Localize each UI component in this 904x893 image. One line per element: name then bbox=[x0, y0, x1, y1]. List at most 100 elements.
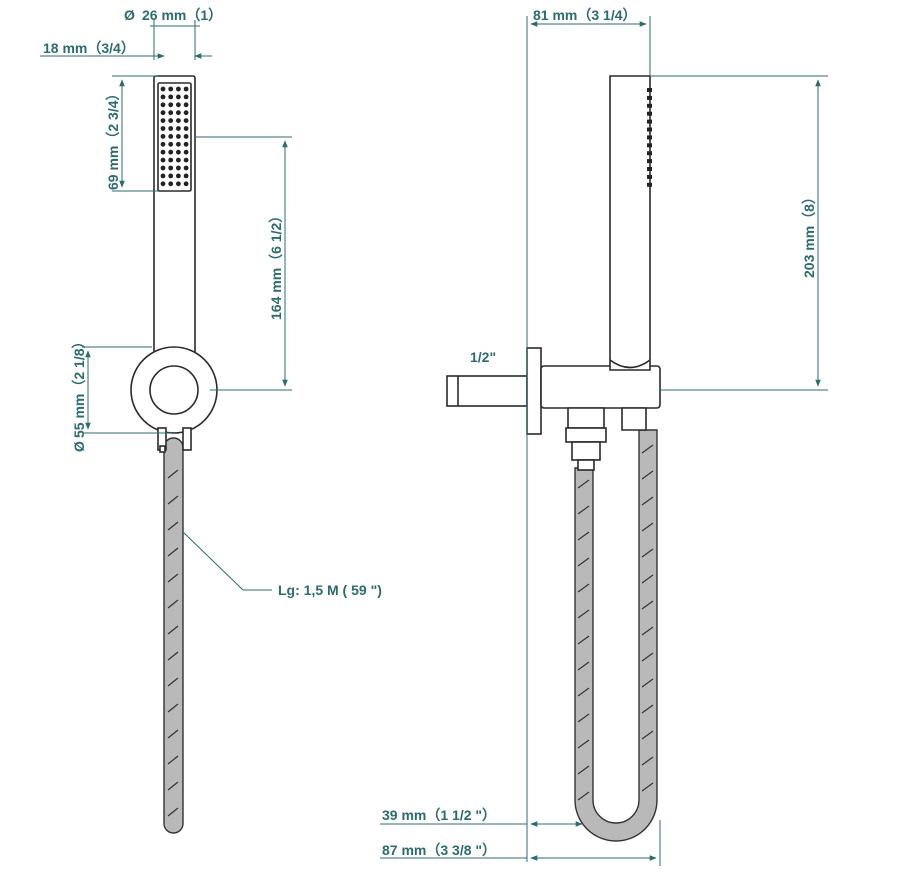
spray-length-label: 69 mm（2 3/4） bbox=[105, 87, 121, 191]
hose-texture bbox=[167, 469, 179, 479]
nozzle-dot bbox=[168, 110, 174, 116]
nozzle-dot bbox=[183, 118, 189, 123]
nozzle-dot bbox=[183, 165, 189, 171]
nozzle-dot bbox=[176, 157, 181, 163]
hose-texture bbox=[641, 678, 654, 688]
hose-texture bbox=[577, 609, 590, 619]
nozzle-dot bbox=[176, 110, 181, 116]
dim-head-to-bracket: 164 mm（6 1/2） bbox=[195, 136, 292, 391]
wall-flange bbox=[526, 347, 542, 435]
head-diameter-label: 26 mm（1） bbox=[142, 7, 222, 23]
dim-bracket-diameter: 55 mm（2 1/8） Ø bbox=[71, 335, 172, 452]
total-projection-label: 87 mm（3 3/8 "） bbox=[382, 842, 496, 858]
hose-texture bbox=[641, 626, 654, 636]
hose-outlet-offset-label: 39 mm（1 1/2 "） bbox=[382, 807, 496, 823]
side-hose bbox=[574, 429, 658, 842]
nozzle-dot bbox=[176, 86, 181, 92]
side-view: 81 mm（3 1/4） 203 mm（8） 1/2" 39 mm（1 1/2 … bbox=[380, 7, 828, 866]
inlet-pipe bbox=[446, 375, 528, 407]
nozzle-dot bbox=[183, 173, 189, 179]
nozzle-dot bbox=[160, 134, 166, 139]
nozzle-dot bbox=[647, 127, 652, 132]
dim-overall-depth: 81 mm（3 1/4） bbox=[526, 7, 651, 862]
hose-texture bbox=[641, 444, 654, 454]
hose-texture bbox=[641, 548, 654, 558]
nozzle-dot bbox=[176, 141, 181, 147]
nozzle-dot bbox=[647, 95, 652, 100]
nozzle-dot bbox=[183, 141, 189, 147]
diameter-symbol: Ø bbox=[124, 7, 135, 23]
nozzle-dot bbox=[168, 173, 174, 179]
nozzle-dot bbox=[647, 103, 652, 108]
bracket-diameter-label: 55 mm（2 1/8） bbox=[71, 335, 87, 439]
nozzle-dot bbox=[647, 111, 652, 116]
dim-hose-outlet-offset: 39 mm（1 1/2 "） bbox=[380, 807, 583, 827]
hose-texture bbox=[577, 791, 590, 801]
dim-total-projection: 87 mm（3 3/8 "） bbox=[380, 820, 661, 866]
nozzle-dot bbox=[160, 149, 166, 155]
nozzle-dot bbox=[168, 149, 174, 155]
nozzle-dot bbox=[647, 151, 652, 156]
nozzle-dot bbox=[168, 126, 174, 131]
spray-nozzles bbox=[160, 86, 189, 187]
hose-texture bbox=[641, 600, 654, 610]
hose-texture bbox=[167, 625, 179, 635]
head-to-bracket-label: 164 mm（6 1/2） bbox=[268, 209, 284, 320]
hose-texture bbox=[167, 677, 179, 687]
hose-texture bbox=[167, 755, 179, 765]
side-hose-connector bbox=[565, 407, 647, 471]
nozzle-dot bbox=[647, 159, 652, 164]
nozzle-dot bbox=[183, 181, 189, 187]
hose-texture bbox=[167, 547, 179, 557]
dim-hose-length: Lg: 1,5 M ( 59 ") bbox=[182, 531, 382, 598]
nozzle-dot bbox=[183, 110, 189, 116]
nozzle-dot bbox=[176, 102, 181, 108]
nozzle-dot bbox=[183, 126, 189, 131]
hose-texture bbox=[641, 652, 654, 662]
hose-texture bbox=[167, 495, 179, 505]
wall-bracket-inner bbox=[149, 365, 199, 415]
nozzle-dot bbox=[168, 165, 174, 171]
nozzle-dot bbox=[176, 118, 181, 123]
front-view: TP Ø 26 mm（1） 18 mm（3/4） bbox=[40, 7, 382, 834]
hose-texture bbox=[167, 521, 179, 531]
nozzle-dot bbox=[160, 173, 166, 179]
nozzle-dot bbox=[647, 88, 652, 92]
hose-texture bbox=[577, 531, 590, 541]
nozzle-dot bbox=[160, 181, 166, 187]
nozzle-dot bbox=[168, 134, 174, 139]
hose-texture bbox=[641, 470, 654, 480]
hose-texture bbox=[167, 703, 179, 713]
nozzle-dot bbox=[183, 102, 189, 108]
hose-texture bbox=[641, 496, 654, 506]
nozzle-dot bbox=[160, 157, 166, 163]
side-spray-nozzles bbox=[647, 88, 652, 187]
spray-face bbox=[157, 82, 192, 192]
hose-texture bbox=[167, 599, 179, 609]
dim-head-diameter: Ø 26 mm（1） bbox=[124, 7, 222, 60]
nozzle-dot bbox=[176, 165, 181, 171]
bracket-diameter-symbol: Ø bbox=[71, 441, 87, 452]
nozzle-dot bbox=[160, 86, 166, 92]
nozzle-dot bbox=[160, 102, 166, 108]
front-hose-connector bbox=[157, 427, 192, 453]
hose-texture bbox=[577, 479, 590, 489]
nozzle-dot bbox=[160, 94, 166, 100]
overall-depth-label: 81 mm（3 1/4） bbox=[533, 7, 637, 23]
nozzle-dot bbox=[647, 135, 652, 140]
hose-texture bbox=[577, 687, 590, 697]
nozzle-dot bbox=[168, 141, 174, 147]
nozzle-dot bbox=[168, 102, 174, 108]
nozzle-dot bbox=[647, 119, 652, 124]
nozzle-dot bbox=[176, 181, 181, 187]
nozzle-dot bbox=[176, 126, 181, 131]
hose-texture bbox=[577, 661, 590, 671]
nozzle-dot bbox=[168, 157, 174, 163]
nozzle-dot bbox=[160, 165, 166, 171]
head-width-label: 18 mm（3/4） bbox=[43, 40, 135, 56]
hose-texture bbox=[641, 522, 654, 532]
nozzle-dot bbox=[647, 182, 652, 187]
nozzle-dot bbox=[168, 86, 174, 92]
hose-texture bbox=[577, 635, 590, 645]
